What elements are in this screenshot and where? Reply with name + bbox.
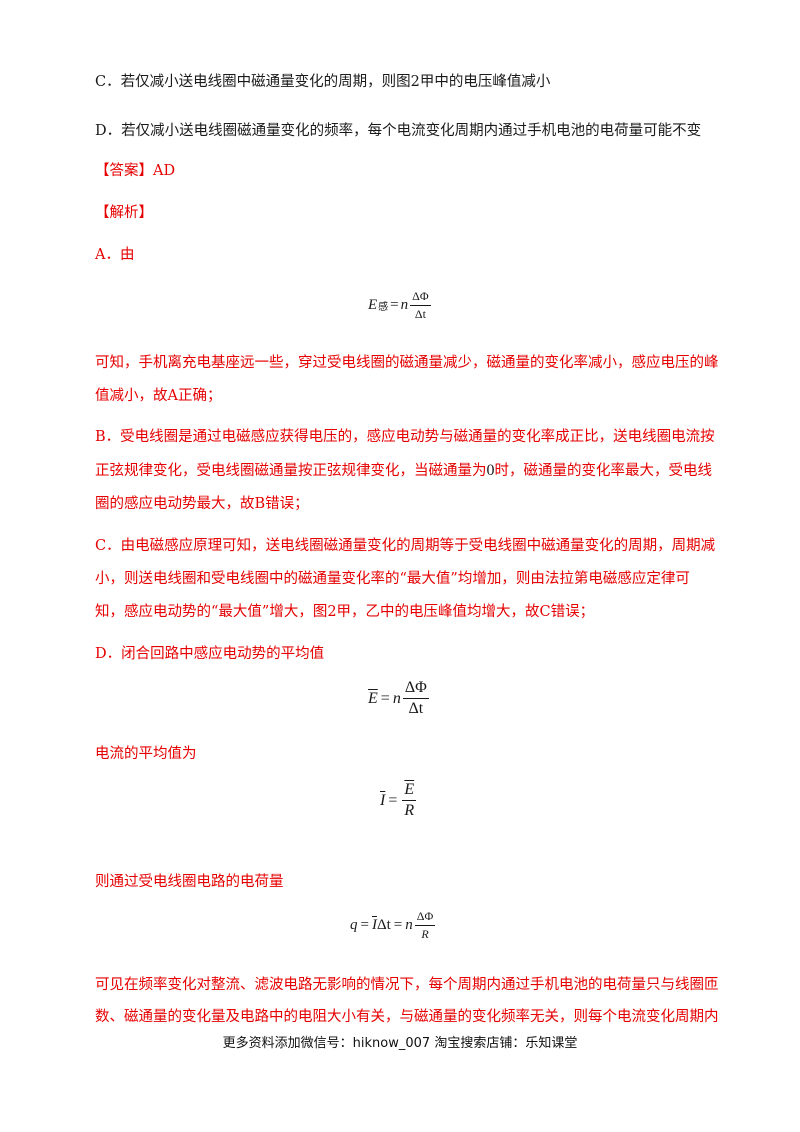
part-a-text-1: 可知，手机离充电基座远一些，穿过受电线圈的磁通量减少，磁通量的变化率减小，感应电… <box>95 355 719 371</box>
formula-d-2: I = E R <box>380 782 418 819</box>
charge-text: 则通过受电线圈电路的电荷量 <box>95 874 284 890</box>
part-c-text-2: 小，则送电线圈和受电线圈中的磁通量变化率的“最大值”均增加，则由法拉第电磁感应定… <box>95 571 690 587</box>
formula-equals: = <box>393 917 403 933</box>
part-a-text-2: 值减小，故A正确； <box>95 388 222 404</box>
part-d-intro: D．闭合回路中感应电动势的平均值 <box>95 646 325 662</box>
option-c: C．若仅减小送电线圈中磁通量变化的周期，则图2甲中的电压峰值减小 <box>95 74 551 90</box>
formula-symbol: E <box>368 689 378 707</box>
formula-symbol: n <box>392 689 401 707</box>
formula-symbol: I <box>371 917 377 933</box>
formula-equals: = <box>380 689 390 707</box>
part-b-text-2-post: 时，磁通量的变化率最大，受电线 <box>494 463 713 479</box>
numerator: ΔΦ <box>402 680 429 699</box>
analysis-title: 【解析】 <box>95 205 153 221</box>
fraction: ΔΦ Δt <box>402 680 429 717</box>
formula-symbol: Δt <box>376 917 391 933</box>
formula-equals: = <box>360 917 369 933</box>
option-d: D．若仅减小送电线圈磁通量变化的频率，每个电流变化周期内通过手机电池的电荷量可能… <box>95 123 702 139</box>
zero-value: 0 <box>486 462 495 479</box>
part-c-text-1: C．由电磁感应原理可知，送电线圈磁通量变化的周期等于受电线圈中磁通量变化的周期，… <box>95 538 716 554</box>
part-c-text-3: 知，感应电动势的“最大值”增大，图2甲，乙中的电压峰值均增大，故C错误； <box>95 604 595 620</box>
numerator: E <box>402 782 417 801</box>
formula-equals: = <box>390 297 399 313</box>
page-footer: 更多资料添加微信号：hiknow_007 淘宝搜索店铺：乐知课堂 <box>222 1036 578 1051</box>
part-b-text-2-pre: 正弦规律变化，受电线圈磁通量按正弦规律变化，当磁通量为 <box>95 463 487 479</box>
formula-subscript: 感 <box>378 302 389 313</box>
fraction: ΔΦ Δt <box>410 290 431 321</box>
current-text: 电流的平均值为 <box>95 746 197 762</box>
denominator: R <box>404 802 415 819</box>
formula-symbol: n <box>400 297 409 313</box>
fraction: ΔΦ R <box>414 910 436 941</box>
denominator: Δt <box>414 307 426 321</box>
numerator: ΔΦ <box>410 290 431 306</box>
answer: 【答案】AD <box>95 163 176 179</box>
formula-equals: = <box>388 791 398 809</box>
denominator: Δt <box>408 700 424 717</box>
formula-symbol: E <box>368 297 378 313</box>
numerator: ΔΦ <box>414 910 436 926</box>
part-b-text-3: 圈的感应电动势最大，故B错误； <box>95 496 309 512</box>
fraction: E R <box>402 782 417 819</box>
part-d-text-1: 可见在频率变化对整流、滤波电路无影响的情况下，每个周期内通过手机电池的电荷量只与… <box>95 977 719 993</box>
denominator: R <box>421 927 429 941</box>
part-a-intro: A．由 <box>95 247 135 263</box>
part-b-text-2: 正弦规律变化，受电线圈磁通量按正弦规律变化，当磁通量为0时，磁通量的变化率最大，… <box>95 461 712 481</box>
part-d-text-2: 数、磁通量的变化量及电路中的电阻大小有关，与磁通量的变化频率无关，则每个电流变化… <box>95 1009 719 1025</box>
part-b-text-1: B．受电线圈是通过电磁感应获得电压的，感应电动势与磁通量的变化率成正比，送电线圈… <box>95 429 715 445</box>
formula-d-1: E = n ΔΦ Δt <box>368 680 431 717</box>
formula-symbol: q <box>350 917 358 933</box>
formula-symbol: I <box>380 791 386 809</box>
formula-symbol: n <box>405 917 413 933</box>
